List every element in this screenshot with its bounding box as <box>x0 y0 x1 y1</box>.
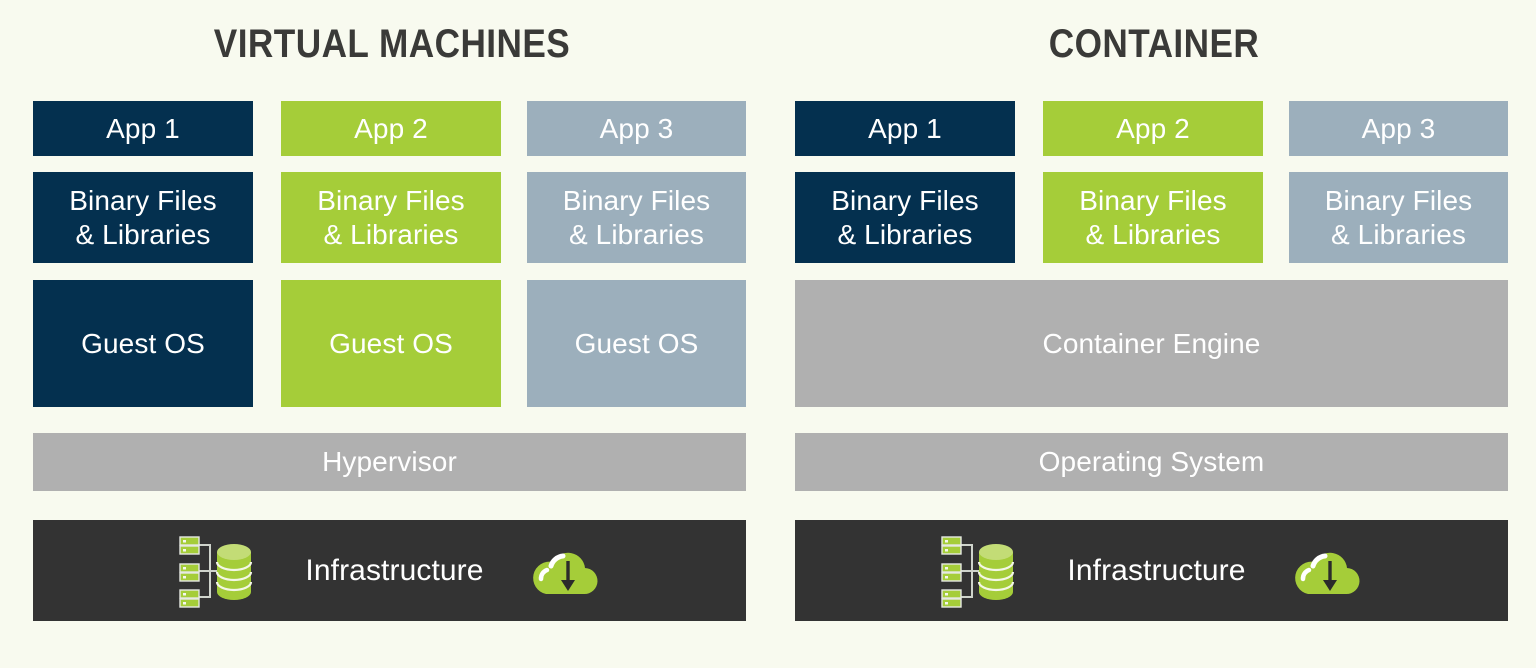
vm-binaries-3-box[interactable]: Binary Files & Libraries <box>527 172 746 263</box>
operating-system-label: Operating System <box>1038 446 1265 478</box>
vm-app-3-label: App 3 <box>599 112 674 144</box>
vm-app-1-label: App 1 <box>106 112 180 144</box>
vm-app-2-label: App 2 <box>354 112 428 144</box>
vm-binaries-2-line1: Binary Files <box>317 185 465 217</box>
ctr-infrastructure-label: Infrastructure <box>1067 553 1246 587</box>
cloud-download-icon <box>1290 542 1364 600</box>
ctr-app-2-label: App 2 <box>1116 112 1190 144</box>
vm-infrastructure-box[interactable]: Infrastructure <box>33 520 746 621</box>
ctr-binaries-2-line1: Binary Files <box>1079 185 1227 217</box>
ctr-app-3-label: App 3 <box>1361 112 1436 144</box>
ctr-binaries-3-box[interactable]: Binary Files & Libraries <box>1289 172 1508 263</box>
ctr-binaries-3-line2: & Libraries <box>1331 218 1466 250</box>
ctr-app-1-box[interactable]: App 1 <box>795 101 1015 156</box>
vm-infrastructure-label: Infrastructure <box>305 553 484 587</box>
ctr-binaries-2-line2: & Libraries <box>1085 218 1221 250</box>
vm-app-3-box[interactable]: App 3 <box>527 101 746 156</box>
vm-binaries-1-line2: & Libraries <box>75 218 211 250</box>
ctr-app-2-box[interactable]: App 2 <box>1043 101 1263 156</box>
ctr-binaries-1-text: Binary Files & Libraries <box>831 184 978 250</box>
vm-binaries-2-line2: & Libraries <box>323 218 459 250</box>
ctr-binaries-2-box[interactable]: Binary Files & Libraries <box>1043 172 1263 263</box>
operating-system-box[interactable]: Operating System <box>795 433 1508 491</box>
vm-guest-os-3-box[interactable]: Guest OS <box>527 280 746 407</box>
virtual-machines-title: VIRTUAL MACHINES <box>213 22 571 66</box>
vm-guest-os-2-label: Guest OS <box>329 327 453 359</box>
ctr-binaries-2-text: Binary Files & Libraries <box>1079 184 1226 250</box>
container-title: CONTAINER <box>1048 22 1260 66</box>
virtual-machines-panel: VIRTUAL MACHINES App 1 App 2 App 3 Binar… <box>28 0 756 668</box>
ctr-binaries-3-text: Binary Files & Libraries <box>1325 184 1472 250</box>
vm-hypervisor-box[interactable]: Hypervisor <box>33 433 746 491</box>
vm-binaries-3-line2: & Libraries <box>569 218 704 250</box>
ctr-binaries-3-line1: Binary Files <box>1324 185 1473 217</box>
vm-guest-os-2-box[interactable]: Guest OS <box>281 280 501 407</box>
servers-database-icon <box>177 531 261 611</box>
vm-app-2-box[interactable]: App 2 <box>281 101 501 156</box>
vm-binaries-2-box[interactable]: Binary Files & Libraries <box>281 172 501 263</box>
ctr-binaries-1-line2: & Libraries <box>837 218 973 250</box>
ctr-infrastructure-box[interactable]: Infrastructure <box>795 520 1508 621</box>
vm-binaries-1-text: Binary Files & Libraries <box>69 184 216 250</box>
vm-app-1-box[interactable]: App 1 <box>33 101 253 156</box>
vm-binaries-3-line1: Binary Files <box>562 185 711 217</box>
vm-binaries-3-text: Binary Files & Libraries <box>563 184 710 250</box>
servers-database-icon <box>939 531 1023 611</box>
container-engine-box[interactable]: Container Engine <box>795 280 1508 407</box>
vm-binaries-2-text: Binary Files & Libraries <box>317 184 464 250</box>
vm-guest-os-3-label: Guest OS <box>574 327 699 359</box>
ctr-binaries-1-box[interactable]: Binary Files & Libraries <box>795 172 1015 263</box>
vm-guest-os-1-label: Guest OS <box>81 327 205 359</box>
ctr-binaries-1-line1: Binary Files <box>831 185 979 217</box>
vm-binaries-1-line1: Binary Files <box>69 185 217 217</box>
vm-hypervisor-label: Hypervisor <box>322 446 457 478</box>
container-engine-label: Container Engine <box>1042 327 1261 359</box>
cloud-download-icon <box>528 542 602 600</box>
ctr-app-1-label: App 1 <box>868 112 942 144</box>
container-panel: CONTAINER App 1 App 2 App 3 Binary Files… <box>790 0 1518 668</box>
vm-binaries-1-box[interactable]: Binary Files & Libraries <box>33 172 253 263</box>
ctr-app-3-box[interactable]: App 3 <box>1289 101 1508 156</box>
vm-guest-os-1-box[interactable]: Guest OS <box>33 280 253 407</box>
